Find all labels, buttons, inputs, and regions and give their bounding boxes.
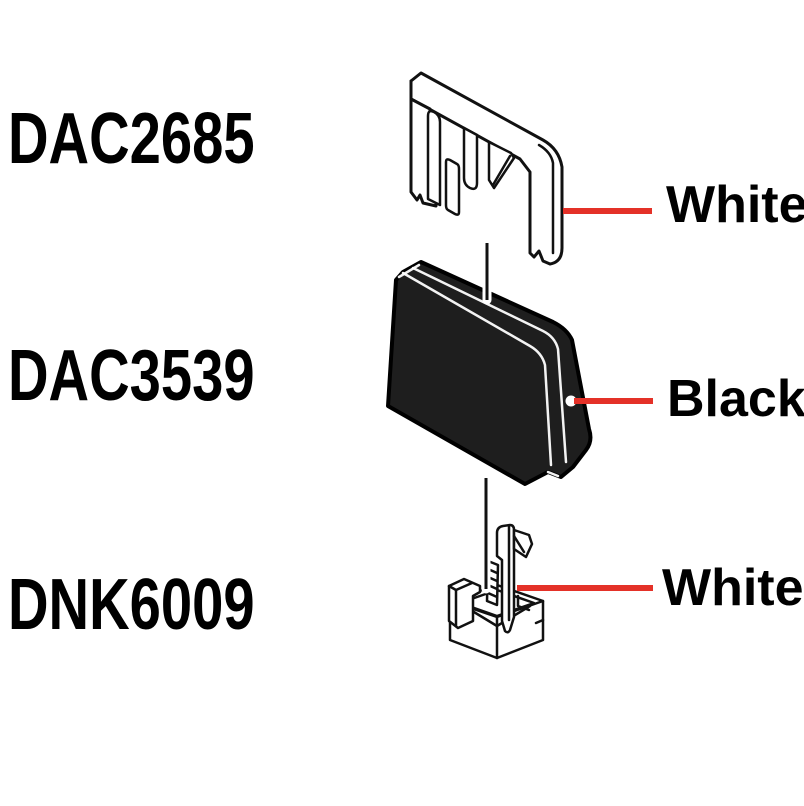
- part-illustration-retainer-clip: [409, 71, 564, 266]
- leader-line-black: [565, 395, 653, 407]
- color-label-white-top: White: [666, 176, 804, 234]
- color-label-black: Black: [667, 370, 804, 428]
- part-number-dac2685: DAC2685: [8, 99, 255, 179]
- part-illustration-fader-base: [447, 523, 545, 660]
- part-number-dac3539: DAC3539: [8, 336, 255, 416]
- color-label-white-bottom: White: [662, 559, 804, 617]
- part-illustration-fader-knob: [386, 260, 593, 486]
- part-number-dnk6009: DNK6009: [8, 565, 255, 645]
